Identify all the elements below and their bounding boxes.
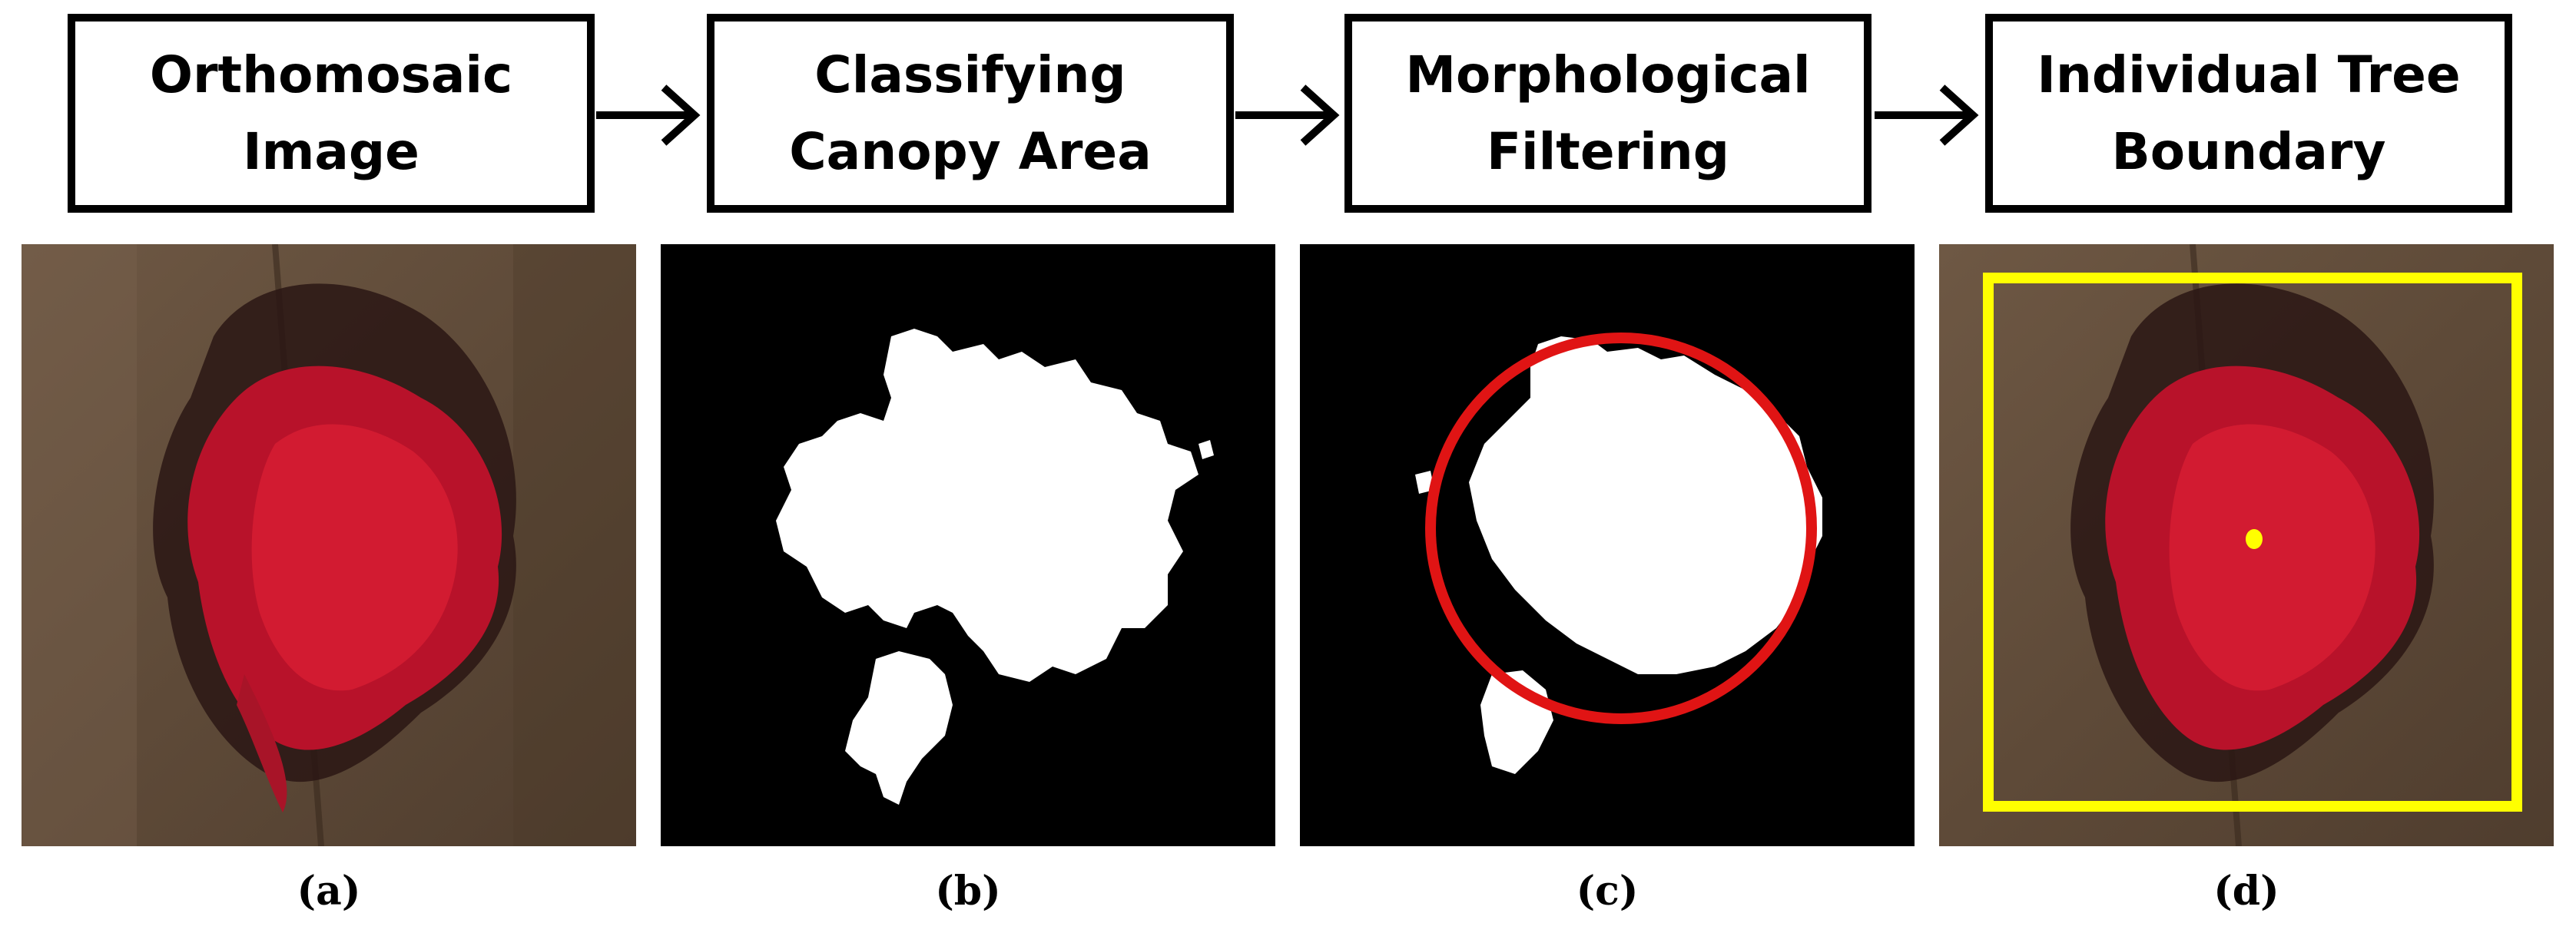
arrow-right-icon <box>596 84 701 146</box>
fitted-canopy-circle <box>1425 333 1817 724</box>
caption-d: (d) <box>2213 868 2279 915</box>
caption-c: (c) <box>1576 868 1639 915</box>
step-box-morphological-filtering: Morphological Filtering <box>1344 14 1871 213</box>
tree-bounding-box <box>1983 273 2522 812</box>
step-label-line1: Orthomosaic <box>149 45 513 104</box>
step-label-line2: Image <box>243 121 419 181</box>
step-label-line1: Individual Tree <box>2037 45 2461 104</box>
step-label-line2: Canopy Area <box>789 121 1152 181</box>
step-label-line1: Classifying <box>814 45 1126 104</box>
tree-center-dot <box>2246 529 2263 549</box>
step-box-individual-tree-boundary: Individual Tree Boundary <box>1985 14 2512 213</box>
individual-tree-boundary-image <box>1939 244 2554 846</box>
step-label-line2: Filtering <box>1486 121 1730 181</box>
caption-a: (a) <box>297 868 361 915</box>
step-label-line1: Morphological <box>1405 45 1811 104</box>
arrow-right-icon <box>1235 84 1340 146</box>
canopy-classification-mask <box>661 244 1275 846</box>
arrow-right-icon <box>1875 84 1979 146</box>
orthomosaic-image <box>22 244 636 846</box>
step-box-classifying-canopy-area: Classifying Canopy Area <box>707 14 1234 213</box>
step-box-orthomosaic-image: Orthomosaic Image <box>68 14 595 213</box>
caption-b: (b) <box>935 868 1001 915</box>
step-label-line2: Boundary <box>2111 121 2386 181</box>
